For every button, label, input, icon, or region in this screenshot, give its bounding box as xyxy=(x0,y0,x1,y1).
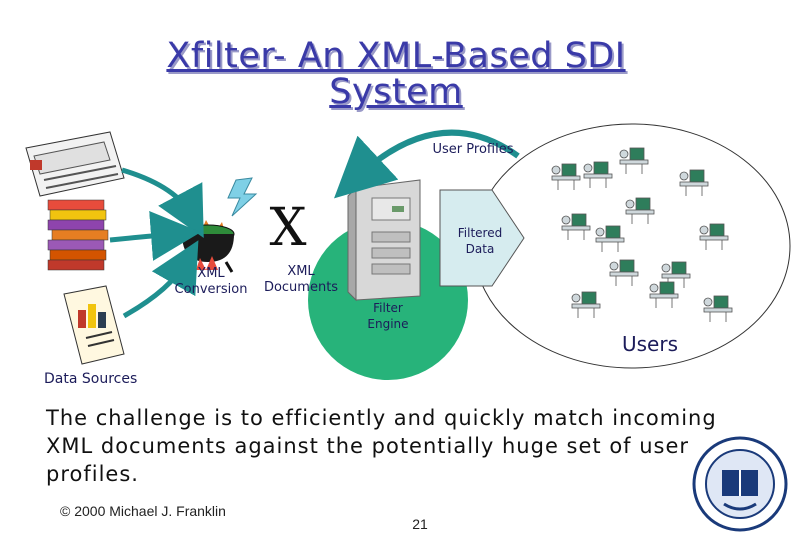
user-workstations xyxy=(551,147,733,322)
user-icon xyxy=(649,281,679,308)
user-icon xyxy=(703,295,733,322)
filtered-data-line-1: Filtered xyxy=(457,226,503,240)
user-icon xyxy=(595,225,625,252)
user-icon xyxy=(625,197,655,224)
filtered-data-arrow xyxy=(439,189,525,287)
xml-documents-label: XML Documents xyxy=(256,264,346,296)
uc-seal-logo xyxy=(692,436,788,532)
user-icon xyxy=(661,261,691,288)
cauldron-icon xyxy=(181,220,235,273)
data-sources-label: Data Sources xyxy=(44,371,138,387)
filtered-data-line-2: Data xyxy=(465,242,495,256)
xml-documents-line-1: XML xyxy=(287,264,315,279)
xml-x-letter: X xyxy=(269,198,307,258)
user-icon xyxy=(561,213,591,240)
copyright-text: © 2000 Michael J. Franklin xyxy=(60,503,226,519)
arrow-files-to-cauldron xyxy=(109,210,201,261)
user-icon xyxy=(679,169,709,196)
slide-title: Xfilter- An XML-Based SDI System xyxy=(0,38,792,110)
user-profiles-label: User Profiles xyxy=(432,142,514,157)
filter-engine-label: Filter Engine xyxy=(348,300,428,332)
title-line-2: System xyxy=(329,72,463,112)
user-icon xyxy=(699,223,729,250)
title-line-1: Xfilter- An XML-Based SDI xyxy=(166,36,626,76)
page-number: 21 xyxy=(412,516,428,532)
lightning-icon xyxy=(227,177,258,217)
filtered-data-label: Filtered Data xyxy=(442,225,518,257)
user-icon xyxy=(583,161,613,188)
user-icon xyxy=(609,259,639,286)
newspaper-icon xyxy=(25,131,125,197)
arrow-newspaper-to-cauldron xyxy=(121,167,204,239)
user-icon xyxy=(619,147,649,174)
user-icon xyxy=(551,163,581,190)
user-icon xyxy=(571,291,601,318)
arrow-user-profiles xyxy=(334,129,520,199)
users-label: Users xyxy=(622,332,679,356)
file-stack-icon xyxy=(47,199,109,271)
xml-conversion-label: XML Conversion xyxy=(166,266,256,298)
xml-conversion-line-1: XML xyxy=(197,266,225,281)
body-text: The challenge is to efficiently and quic… xyxy=(46,406,717,486)
xml-documents-line-2: Documents xyxy=(263,280,339,295)
arrow-document-to-cauldron xyxy=(122,240,199,319)
server-icon xyxy=(347,179,421,302)
filter-engine-line-1: Filter xyxy=(373,301,403,315)
filter-engine-line-2: Engine xyxy=(367,317,409,331)
xml-conversion-line-2: Conversion xyxy=(174,282,248,297)
document-chart-icon xyxy=(63,285,125,365)
